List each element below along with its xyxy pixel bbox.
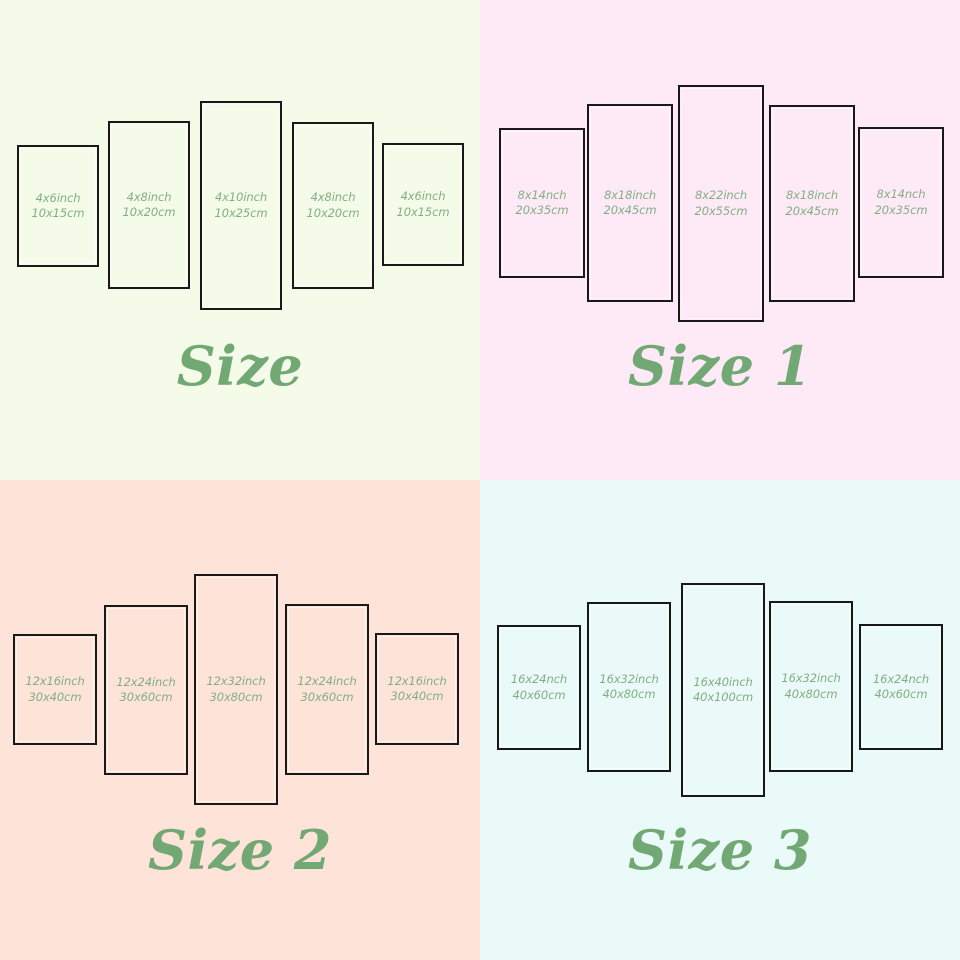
dimension-inches: 12x16inch <box>25 674 85 689</box>
dimension-inches: 16x32inch <box>781 671 841 686</box>
dimension-centimeters: 10x15cm <box>396 204 450 219</box>
dimension-inches: 16x24nch <box>510 672 568 687</box>
dimension-centimeters: 30x40cm <box>28 689 82 704</box>
dimension-inches: 8x14nch <box>876 187 926 202</box>
dimension-centimeters: 10x20cm <box>306 205 360 220</box>
dimension-centimeters: 40x100cm <box>692 690 754 704</box>
dimension-inches: 12x24inch <box>297 674 357 689</box>
dimension-inches: 12x16inch <box>387 673 447 688</box>
dimension-centimeters: 30x60cm <box>119 690 173 704</box>
size-heading: Size 3 <box>628 818 812 882</box>
dimension-inches: 4x10inch <box>214 190 268 205</box>
dimension-centimeters: 20x35cm <box>515 203 569 217</box>
dimension-inches: 16x40inch <box>693 674 753 689</box>
dimension-centimeters: 30x60cm <box>300 689 354 704</box>
dimension-centimeters: 40x60cm <box>512 687 566 702</box>
dimension-centimeters: 20x35cm <box>874 202 928 217</box>
dimension-centimeters: 20x45cm <box>785 203 839 218</box>
dimension-centimeters: 40x80cm <box>602 687 656 701</box>
dimension-centimeters: 30x80cm <box>209 689 263 704</box>
dimension-inches: 16x24nch <box>872 671 930 686</box>
dimension-inches: 8x18inch <box>785 188 839 203</box>
dimension-inches: 12x32inch <box>206 674 266 689</box>
dimension-inches: 4x6inch <box>400 189 446 204</box>
dimension-inches: 4x6inch <box>35 190 81 205</box>
dimension-centimeters: 10x25cm <box>214 205 268 220</box>
dimension-inches: 8x22inch <box>694 188 748 203</box>
size-heading: Size <box>176 334 304 398</box>
dimension-inches: 4x8inch <box>310 190 356 205</box>
dimension-inches: 16x32inch <box>599 671 659 686</box>
dimension-centimeters: 30x40cm <box>390 689 444 703</box>
dimension-centimeters: 10x15cm <box>31 206 85 220</box>
dimension-centimeters: 10x20cm <box>122 205 176 219</box>
dimension-centimeters: 40x60cm <box>874 687 928 701</box>
dimension-centimeters: 40x80cm <box>784 686 838 701</box>
dimension-inches: 4x8inch <box>126 189 172 204</box>
dimension-centimeters: 20x45cm <box>603 203 657 217</box>
dimension-inches: 8x18inch <box>603 187 657 202</box>
dimension-centimeters: 20x55cm <box>694 203 748 218</box>
size-heading: Size 1 <box>628 334 812 398</box>
dimension-inches: 8x14nch <box>517 187 567 202</box>
size-heading: Size 2 <box>148 818 332 882</box>
dimension-inches: 12x24inch <box>116 674 176 689</box>
